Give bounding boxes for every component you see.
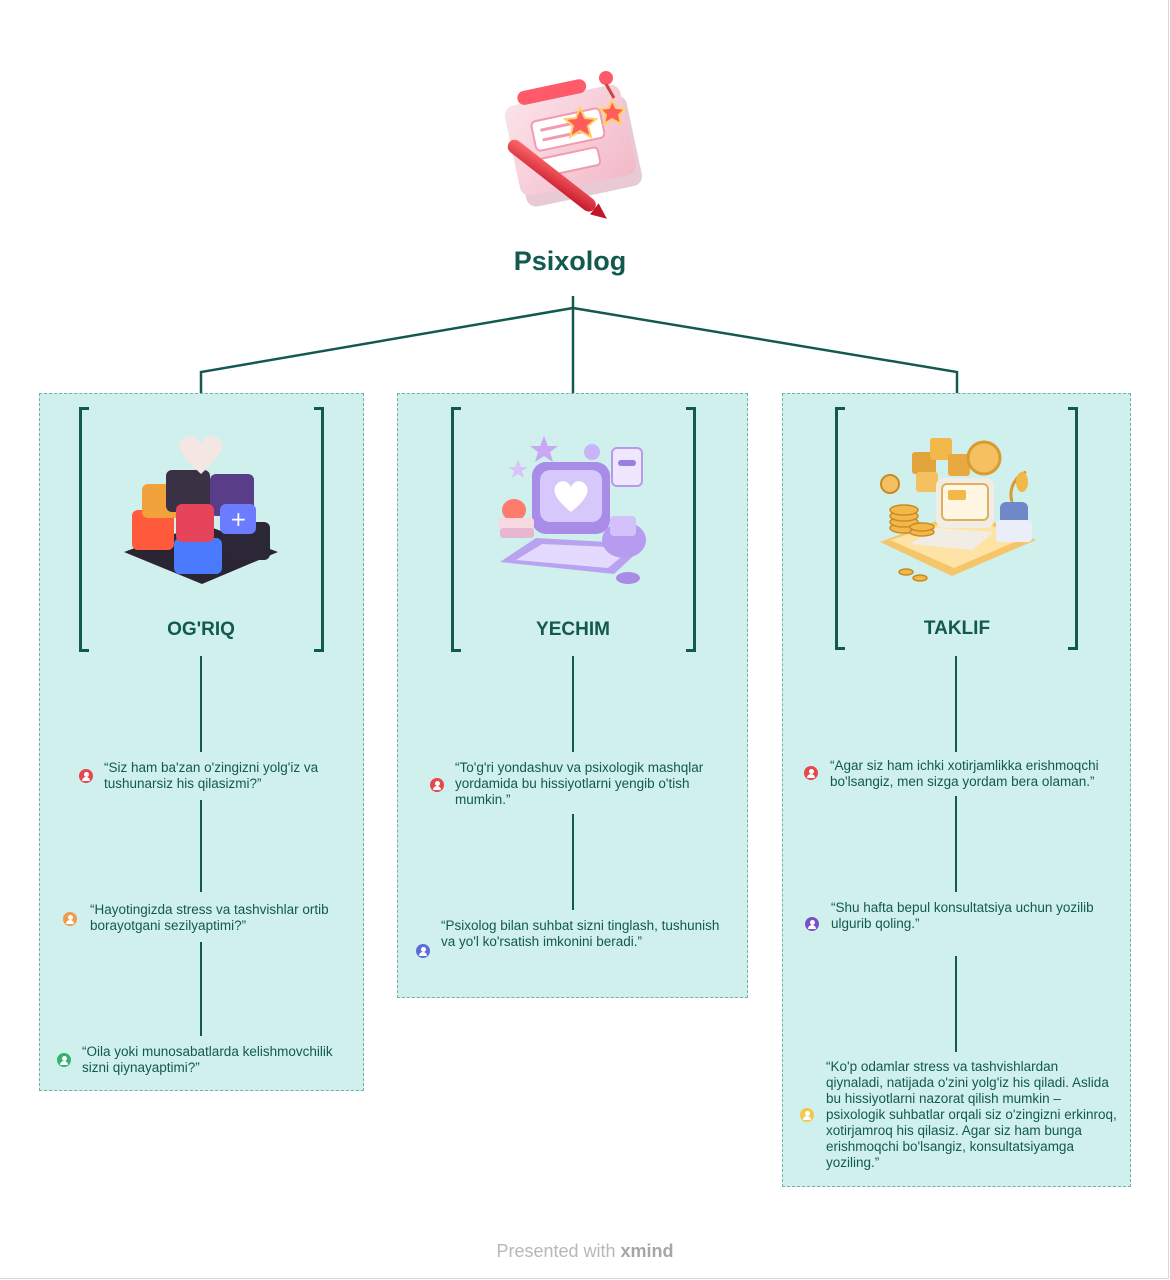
bracket-left bbox=[79, 407, 89, 652]
bracket-right bbox=[686, 407, 696, 652]
footer-brand: xmind bbox=[620, 1241, 674, 1261]
bracket-right bbox=[1068, 407, 1078, 650]
list-item: “Hayotingizda stress va tashvishlar orti… bbox=[90, 902, 329, 933]
list-item: “Siz ham ba'zan o'zingizni yolg'iz va tu… bbox=[104, 760, 319, 791]
connector-line bbox=[955, 956, 957, 1052]
gold-coins-computer-icon bbox=[876, 432, 1040, 592]
computer-heart-icon bbox=[492, 432, 652, 592]
bracket-left bbox=[451, 407, 461, 652]
connector-line bbox=[955, 656, 957, 752]
user-avatar-icon bbox=[79, 769, 93, 783]
user-avatar-icon bbox=[430, 778, 444, 792]
footer-prefix: Presented with bbox=[496, 1241, 621, 1261]
svg-text:+: + bbox=[230, 507, 247, 531]
connector-line bbox=[572, 656, 574, 752]
column-title-yechim: YECHIM bbox=[536, 619, 610, 640]
footer-branding: Presented with xmind bbox=[0, 1241, 1170, 1262]
connector-line bbox=[200, 800, 202, 892]
list-item: “Psixolog bilan suhbat sizni tinglash, t… bbox=[441, 918, 720, 949]
column-title-ogriq: OG'RIQ bbox=[167, 619, 235, 640]
bracket-right bbox=[314, 407, 324, 652]
list-item: “To'g'ri yondashuv va psixologik mashqla… bbox=[455, 760, 704, 807]
root-title: Psixolog bbox=[513, 246, 627, 276]
branch-right bbox=[572, 306, 959, 405]
connector-line bbox=[572, 814, 574, 910]
column-title-taklif: TAKLIF bbox=[923, 618, 991, 639]
connector-line bbox=[200, 656, 202, 752]
user-avatar-icon bbox=[805, 917, 819, 931]
list-item: “Ko'p odamlar stress va tashvishlardan q… bbox=[826, 1059, 1117, 1170]
user-avatar-icon bbox=[57, 1053, 71, 1067]
bracket-left bbox=[835, 407, 845, 650]
list-item: “Shu hafta bepul konsultatsiya uchun yoz… bbox=[831, 900, 1094, 931]
connector-line bbox=[200, 942, 202, 1036]
user-avatar-icon bbox=[804, 766, 818, 780]
list-item: “Oila yoki munosabatlarda kelishmovchili… bbox=[82, 1044, 333, 1075]
heart-cubes-icon: + bbox=[122, 434, 280, 592]
user-avatar-icon bbox=[416, 944, 430, 958]
user-avatar-icon bbox=[63, 912, 77, 926]
connector-line bbox=[955, 796, 957, 892]
branch-left bbox=[199, 306, 574, 405]
user-avatar-icon bbox=[800, 1108, 814, 1122]
notebook-pencil-icon bbox=[488, 64, 656, 230]
list-item: “Agar siz ham ichki xotirjamlikka erishm… bbox=[830, 758, 1099, 789]
